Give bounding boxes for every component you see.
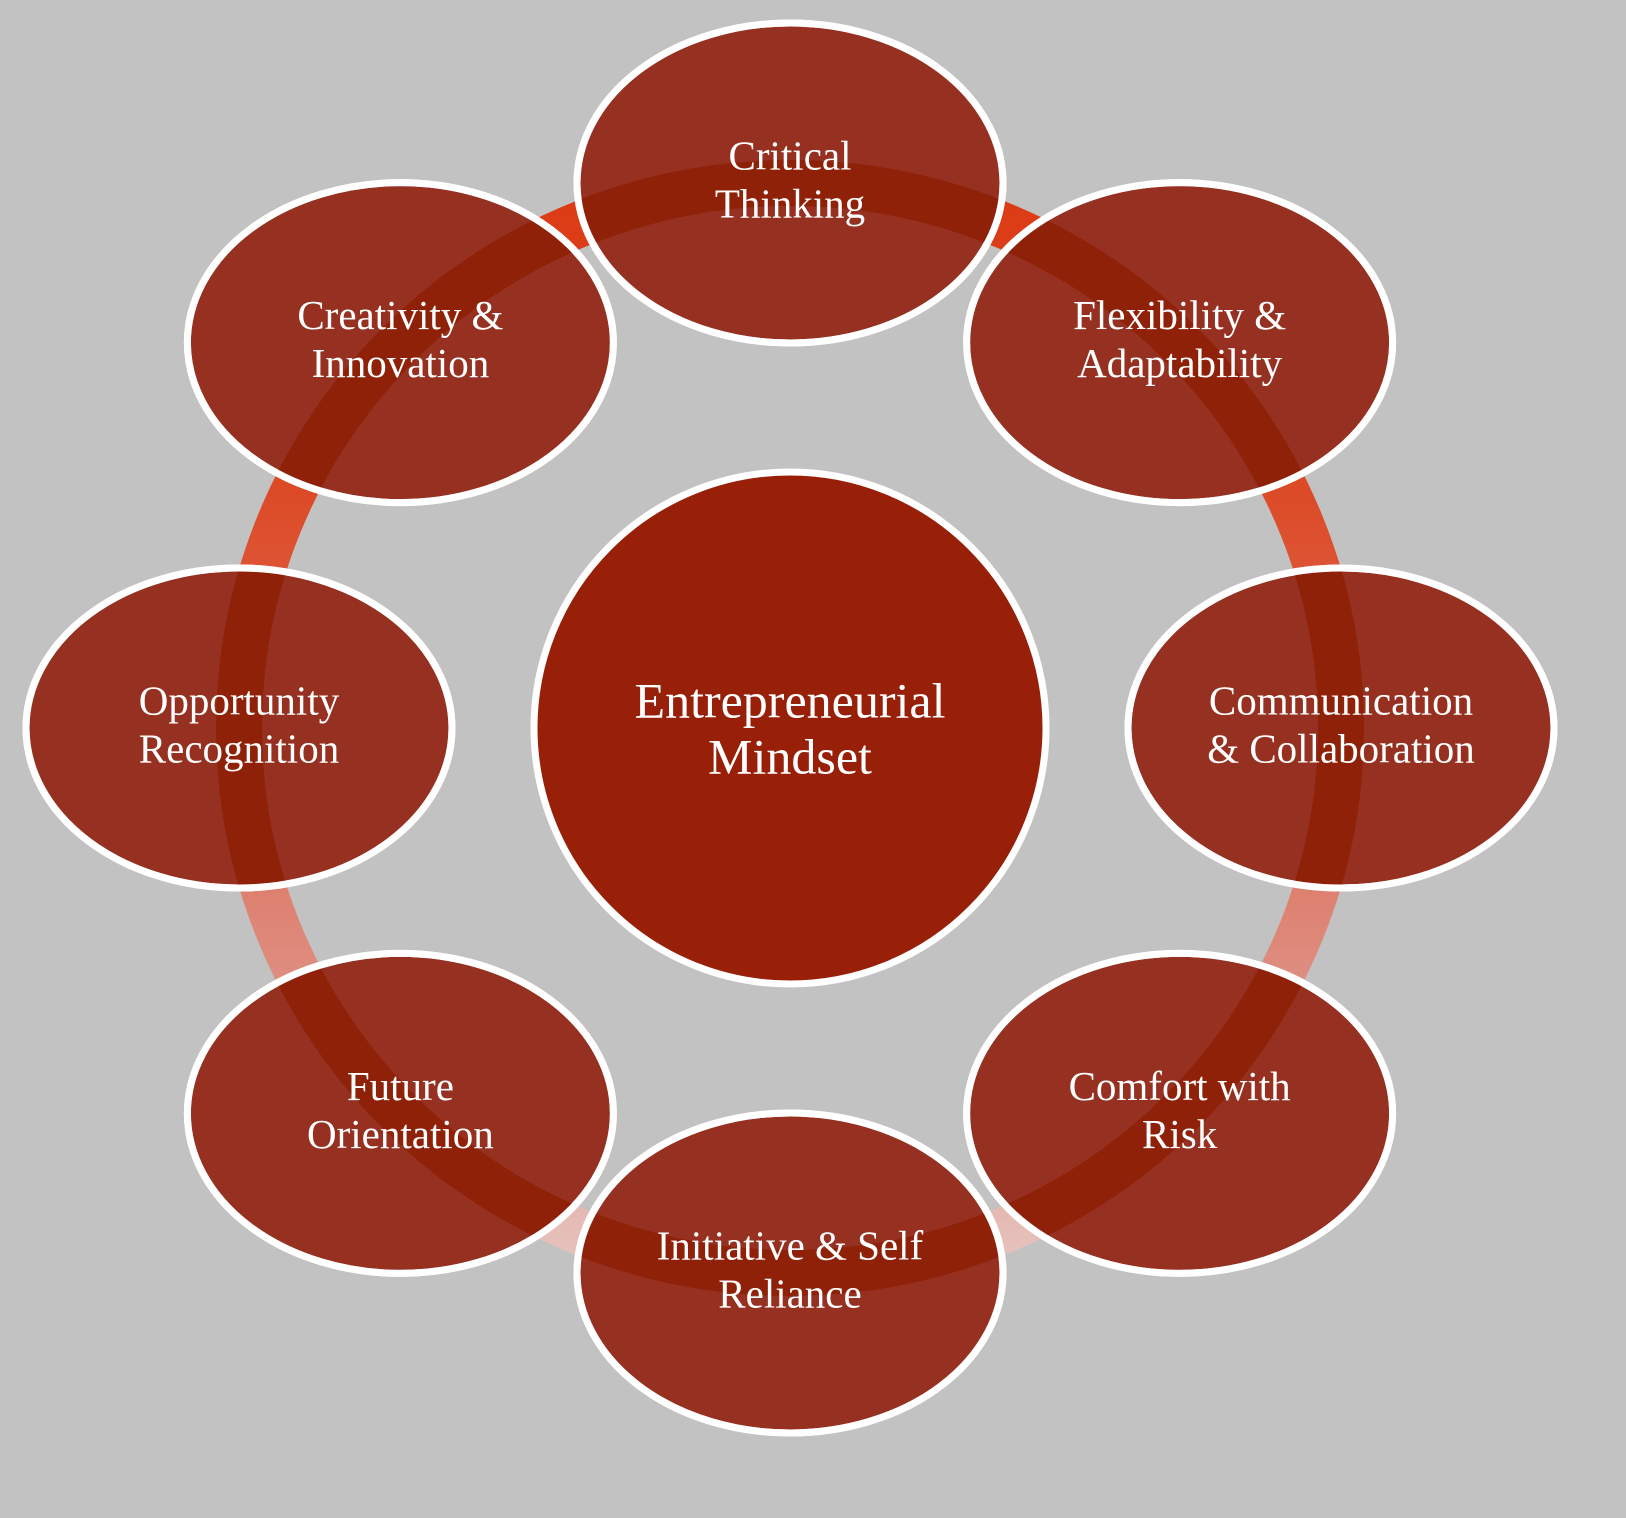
- node-outline-opportunity-recognition: [22, 564, 456, 892]
- node-creativity-innovation[interactable]: Creativity &Innovation: [297, 292, 503, 386]
- node-label-flexibility-adaptability-line2: Adaptability: [1077, 340, 1282, 386]
- node-label-initiative-self-reliance-line2: Reliance: [718, 1270, 861, 1316]
- node-label-future-orientation-line1: Future: [347, 1063, 454, 1109]
- node-label-future-orientation-line2: Orientation: [307, 1111, 494, 1157]
- node-communication-collaboration[interactable]: Communication& Collaboration: [1207, 677, 1475, 771]
- node-label-communication-collaboration-line2: & Collaboration: [1207, 725, 1475, 771]
- node-label-opportunity-recognition-line2: Recognition: [139, 725, 339, 771]
- node-label-critical-thinking-line1: Critical: [729, 132, 852, 178]
- node-outline-critical-thinking: [573, 19, 1007, 347]
- center-node-label-line2: Mindset: [708, 728, 872, 784]
- ring-overlap-shading: [216, 160, 1364, 1296]
- node-outline-communication-collaboration: [1124, 564, 1558, 892]
- node-outline-initiative-self-reliance: [573, 1109, 1007, 1437]
- center-node-circle[interactable]: [530, 468, 1050, 988]
- node-label-flexibility-adaptability-line1: Flexibility &: [1073, 292, 1286, 338]
- node-label-critical-thinking-line2: Thinking: [715, 180, 865, 226]
- node-flexibility-adaptability[interactable]: Flexibility &Adaptability: [1073, 292, 1286, 386]
- node-outline-comfort-with-risk: [963, 949, 1397, 1277]
- node-outline-creativity-innovation: [183, 179, 617, 507]
- node-outline-future-orientation: [183, 949, 617, 1277]
- center-node[interactable]: Entrepreneurial Mindset: [530, 468, 1050, 988]
- center-node-label-line1: Entrepreneurial: [635, 672, 946, 728]
- node-outline-group: [22, 19, 1558, 1437]
- node-label-comfort-with-risk-line1: Comfort with: [1069, 1063, 1291, 1109]
- node-outline-flexibility-adaptability: [963, 179, 1397, 507]
- node-label-communication-collaboration-line1: Communication: [1209, 677, 1473, 723]
- node-label-creativity-innovation-line1: Creativity &: [297, 292, 503, 338]
- node-label-opportunity-recognition-line1: Opportunity: [139, 677, 340, 723]
- node-label-initiative-self-reliance-line1: Initiative & Self: [657, 1222, 924, 1268]
- node-label-creativity-innovation-line2: Innovation: [312, 340, 490, 386]
- node-label-comfort-with-risk-line2: Risk: [1142, 1111, 1218, 1157]
